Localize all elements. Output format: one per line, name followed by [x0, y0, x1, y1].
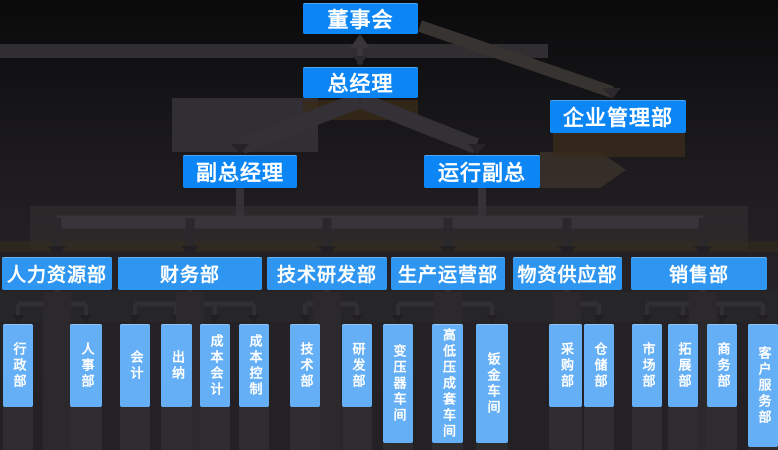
node-expansion-dept: 拓展部: [668, 324, 698, 407]
node-cashier: 出纳: [161, 324, 192, 407]
node-cost-control: 成本控制: [239, 324, 269, 407]
node-customer-service-dept: 客户服务部: [748, 324, 778, 447]
node-production-dept: 生产运营部: [391, 257, 505, 290]
node-transformer-workshop: 变压器车间: [383, 324, 413, 443]
node-board: 董事会: [303, 3, 418, 34]
node-business-dept: 商务部: [707, 324, 737, 407]
node-cost-accounting: 成本会计: [200, 324, 230, 407]
node-operations-vp: 运行副总: [424, 155, 540, 188]
node-purchasing-dept: 采购部: [549, 324, 582, 407]
node-hv-lv-workshop: 高低压成套车间: [432, 324, 463, 443]
node-sales-dept: 销售部: [631, 257, 767, 290]
node-tech-dept: 技术部: [290, 324, 320, 407]
node-warehouse-dept: 仓储部: [584, 324, 614, 407]
node-supply-dept: 物资供应部: [513, 257, 622, 290]
node-rd-dept: 研发部: [342, 324, 372, 407]
node-hr-dept: 人力资源部: [2, 257, 112, 290]
node-personnel-dept: 人事部: [70, 324, 102, 407]
node-finance-dept: 财务部: [118, 257, 262, 290]
node-marketing-dept: 市场部: [632, 324, 662, 407]
node-general-manager: 总经理: [303, 67, 418, 98]
node-accounting: 会计: [120, 324, 150, 407]
node-admin-dept: 行政部: [3, 324, 33, 407]
node-sheet-metal-workshop: 钣金车间: [476, 324, 508, 443]
node-enterprise-mgmt-dept: 企业管理部: [550, 100, 686, 133]
node-deputy-gm: 副总经理: [183, 155, 297, 188]
node-rnd-dept: 技术研发部: [267, 257, 387, 290]
